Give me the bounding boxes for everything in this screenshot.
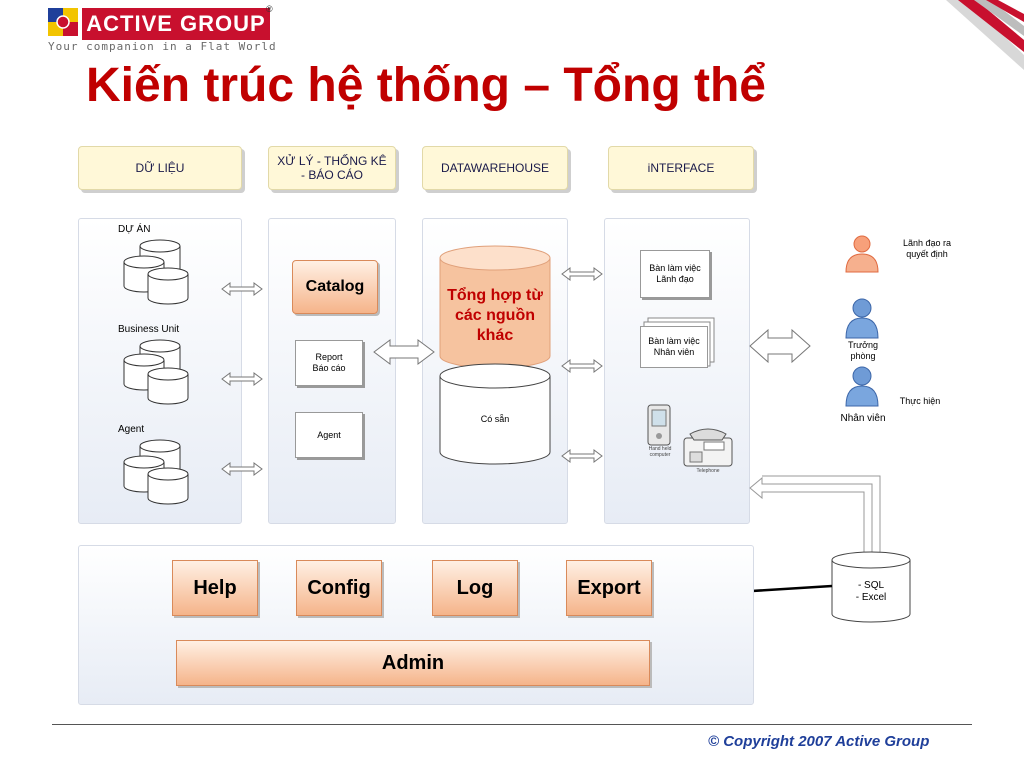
head-person-icon [845, 298, 879, 339]
header-interface: iNTERFACE [608, 146, 754, 190]
elbow-arrow-line [762, 475, 881, 552]
catalog-box: Catalog [292, 260, 378, 314]
page-title: Kiến trúc hệ thống – Tổng thể [86, 59, 766, 112]
warehouse-bottom-label: Có sẵn [480, 414, 510, 424]
double-arrow [561, 359, 603, 373]
handheld-label: Hand held computer [648, 446, 672, 458]
staff-desk-box: Bàn làm việc Nhân viên [640, 326, 708, 368]
export-box: Export [566, 560, 652, 616]
db-cylinder [147, 467, 189, 505]
execute-label: Thực hiện [899, 396, 941, 406]
warehouse-cylinder-bottom [439, 376, 551, 465]
leader-desk-box: Bàn làm việc Lãnh đạo [640, 250, 710, 298]
header-processing: XỬ LÝ - THỐNG KÊ - BÁO CÁO [268, 146, 396, 190]
leader-person-icon [845, 235, 879, 273]
corner-decoration [946, 0, 1024, 70]
config-box: Config [296, 560, 382, 616]
logo-mark [48, 8, 78, 36]
double-arrow [221, 462, 263, 476]
agent-box: Agent [295, 412, 363, 458]
telephone-icon [683, 428, 733, 467]
copyright-text: © Copyright 2007 Active Group [708, 733, 930, 750]
admin-box: Admin [176, 640, 650, 686]
group-label-agent: Agent [118, 424, 145, 435]
double-arrow [561, 267, 603, 281]
group-label-project: DỰ ÁN [118, 224, 151, 235]
help-box: Help [172, 560, 258, 616]
telephone-label: Telephone [696, 468, 720, 474]
sql-db-cylinder-cap [831, 551, 911, 569]
group-label-business-unit: Business Unit [118, 324, 180, 335]
staff-person-icon [845, 366, 879, 407]
report-box: Report Báo cáo [295, 340, 363, 386]
db-cylinder [147, 267, 189, 305]
header-data: DỮ LIỆU [78, 146, 242, 190]
logo-brand: ACTIVE GROUP [82, 8, 270, 40]
warehouse-top-label: Tổng hợp từ các nguồn khác [447, 287, 543, 344]
staff-label: Nhân viên [840, 413, 886, 424]
logo-registered: ® [266, 4, 273, 14]
double-arrow-large [749, 328, 811, 364]
double-arrow [221, 372, 263, 386]
sql-db-cylinder [831, 560, 911, 623]
log-box: Log [432, 560, 518, 616]
warehouse-cylinder-top-cap [439, 245, 551, 271]
sql-db-label: - SQL - Excel [855, 580, 887, 603]
double-arrow-large [373, 339, 435, 365]
warehouse-cylinder-bottom-cap [439, 363, 551, 389]
footer-divider [52, 724, 972, 725]
handheld-icon [647, 404, 671, 446]
leader-label: Lãnh đạo ra quyết định [902, 238, 952, 259]
header-datawarehouse: DATAWAREHOUSE [422, 146, 568, 190]
elbow-arrow [749, 476, 873, 552]
double-arrow [561, 449, 603, 463]
logo-tagline: Your companion in a Flat World [48, 40, 277, 53]
double-arrow [221, 282, 263, 296]
db-cylinder [147, 367, 189, 405]
head-label: Trưởng phòng [847, 340, 879, 361]
